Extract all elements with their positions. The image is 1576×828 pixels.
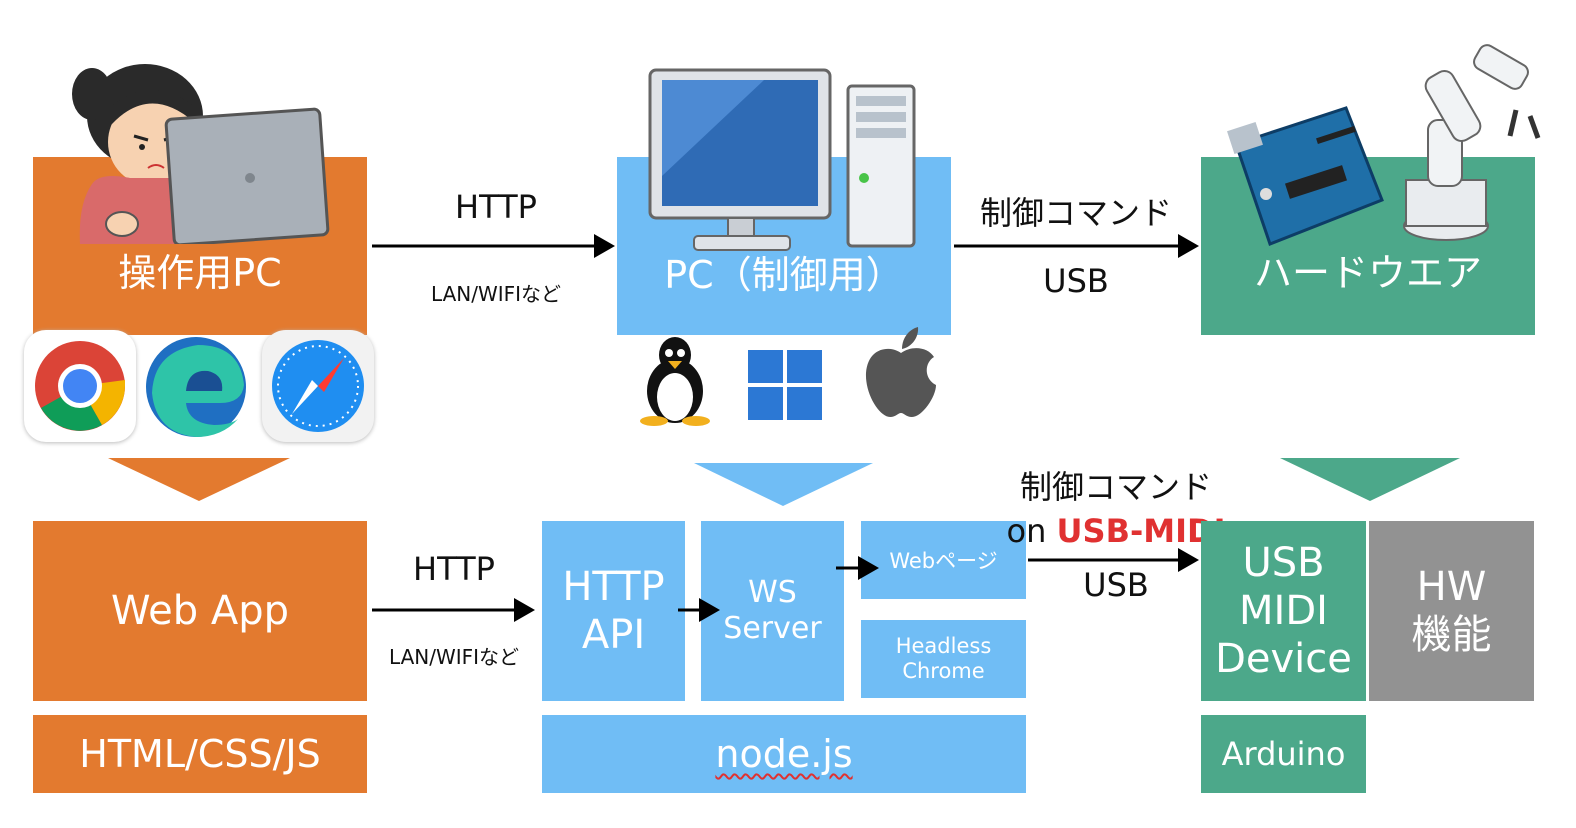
headless-line2: Chrome	[902, 659, 985, 683]
safari-icon	[262, 330, 374, 442]
linux-tux-icon	[640, 337, 710, 426]
arduino-box: Arduino	[1201, 715, 1366, 793]
midi-on-prefix: on	[1006, 512, 1057, 550]
top-lan-label: LAN/WIFIなど	[430, 282, 562, 306]
person-at-laptop-icon	[72, 64, 330, 244]
ws-server-line1: WS	[748, 575, 797, 610]
web-app-label: Web App	[110, 588, 290, 634]
top-control-command-label: 制御コマンド	[979, 194, 1172, 232]
headless-chrome-box: Headless Chrome	[861, 620, 1026, 698]
web-page-label: Webページ	[889, 549, 998, 573]
robot-arm-icon	[1403, 44, 1541, 241]
hw-function-box: HW 機能	[1369, 521, 1534, 701]
arduino-board-icon	[1227, 106, 1384, 246]
http-api-box: HTTP API	[542, 521, 685, 701]
node-box: node.js	[542, 715, 1026, 793]
top-usb-label: USB	[1043, 262, 1109, 300]
windows-icon	[748, 350, 822, 420]
ws-server-box: WS Server	[701, 521, 844, 701]
control-pc-label: PC（制御用）	[664, 253, 904, 297]
ws-server-line2: Server	[723, 611, 822, 646]
usb-midi-device-box: USB MIDI Device	[1201, 521, 1366, 701]
hw-func-line2: 機能	[1411, 612, 1492, 658]
http-api-line1: HTTP	[562, 564, 665, 610]
web-app-box: Web App	[33, 521, 367, 701]
chrome-icon	[24, 330, 136, 442]
bottom-lan-label: LAN/WIFIなど	[388, 645, 520, 669]
tech-stack-box: HTML/CSS/JS	[33, 715, 367, 793]
usb-midi-line1: USB	[1242, 540, 1325, 586]
http-api-line2: API	[581, 612, 646, 658]
usb-midi-label: USB-MIDI	[1056, 512, 1226, 550]
bottom-http-label: HTTP	[413, 550, 495, 588]
hw-func-line1: HW	[1416, 564, 1487, 610]
top-http-label: HTTP	[455, 188, 537, 226]
web-page-box: Webページ	[861, 521, 1026, 599]
apple-icon	[865, 327, 936, 417]
node-label: node.js	[715, 732, 853, 776]
usb-midi-line3: Device	[1215, 636, 1352, 682]
hardware-label: ハードウエア	[1253, 251, 1482, 295]
midi-on-line: on USB-MIDI	[990, 512, 1242, 550]
desktop-computer-icon	[648, 68, 916, 251]
operator-pc-label: 操作用PC	[118, 251, 282, 295]
edge-icon	[142, 333, 250, 441]
arduino-label: Arduino	[1221, 735, 1346, 773]
bottom-usb-label: USB	[1083, 566, 1149, 604]
midi-command-label: 制御コマンド	[1019, 468, 1212, 506]
tech-stack-label: HTML/CSS/JS	[79, 732, 321, 776]
headless-line1: Headless	[895, 633, 992, 658]
usb-midi-line2: MIDI	[1239, 588, 1328, 634]
